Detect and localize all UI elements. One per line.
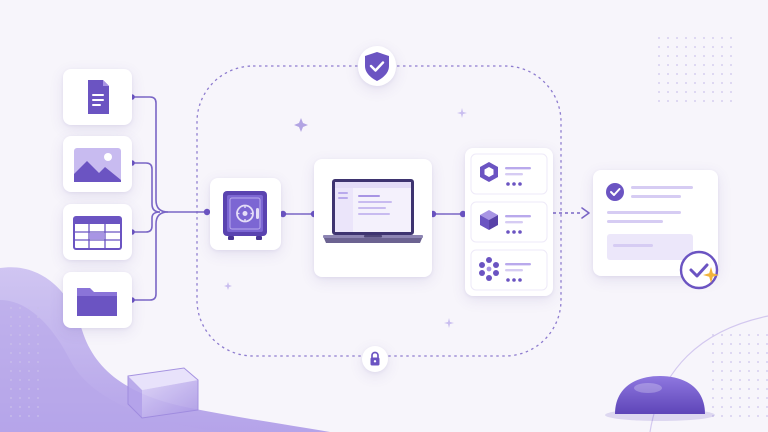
safe-icon [223,191,267,240]
shield-badge [358,46,396,86]
sparkle-decoration [444,318,454,328]
dome-highlight [634,383,662,393]
padlock-icon [370,351,380,366]
source-connector-nodes [129,94,211,303]
padlock-badge [362,346,388,372]
output-arrow [553,207,590,219]
cube-icon [480,210,498,230]
check-circle-icon [606,183,624,201]
glass-cube [127,367,199,419]
source-card-folder [63,272,132,328]
sparkle-icon [703,267,719,283]
image-icon [74,148,121,182]
background-dot-grid-bottom-right [712,330,768,420]
source-card-table [63,204,132,260]
source-card-image [63,136,132,192]
document-icon [88,80,109,114]
stage-card-workstation [314,159,432,277]
sparkle-decoration [294,118,308,132]
network-node-icon [479,257,499,281]
shield-check-icon [365,52,389,81]
output-document [606,183,693,260]
laptop-icon [323,179,423,243]
background-dot-grid-left [4,300,44,420]
stage-card-processing-modules [465,148,553,296]
check-badge-icon [679,250,719,290]
table-icon [73,216,122,250]
source-card-document [63,69,132,125]
folder-icon [77,288,117,316]
stage-card-secure-vault [210,178,281,250]
background-dot-grid-top-right [652,30,732,102]
module-list [470,153,548,291]
hexagon-ring-icon [480,162,498,182]
background-wave-light [0,300,220,432]
source-connectors [132,96,207,301]
dome [615,376,705,414]
sparkle-decoration [457,108,467,118]
sparkle-decoration [224,282,232,290]
